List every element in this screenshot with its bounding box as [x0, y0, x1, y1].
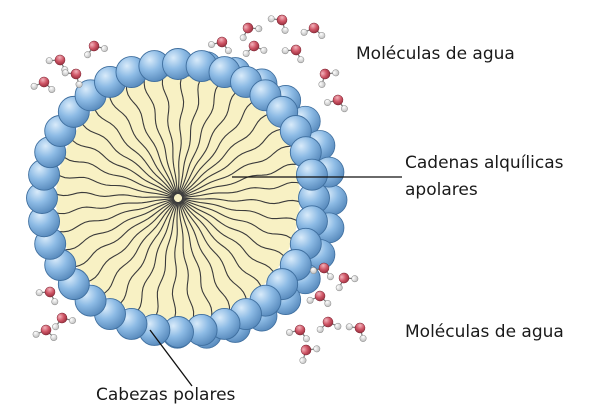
water-molecule — [207, 33, 235, 55]
oxygen-atom — [88, 40, 101, 53]
hydrogen-atom — [350, 274, 359, 283]
oxygen-atom — [275, 13, 289, 27]
hydrogen-atom — [317, 80, 326, 89]
hydrogen-atom — [335, 283, 344, 292]
water-molecule — [30, 75, 56, 93]
oxygen-atom — [337, 271, 351, 285]
hydrogen-atom — [306, 297, 313, 304]
hydrogen-atom — [340, 105, 348, 113]
hydrogen-atom — [68, 316, 76, 324]
oxygen-atom — [216, 36, 229, 49]
hydrogen-atom — [300, 29, 307, 36]
hydrogen-atom — [100, 44, 108, 52]
oxygen-atom — [43, 285, 57, 299]
hydrogen-atom — [331, 68, 340, 77]
polar-head — [296, 159, 327, 190]
water-molecule — [81, 37, 109, 59]
oxygen-atom — [299, 343, 313, 357]
water-molecule — [293, 338, 321, 365]
water-molecule — [235, 18, 263, 42]
hydrogen-atom — [35, 288, 44, 297]
hydrogen-atom — [334, 323, 341, 330]
hydrogen-atom — [359, 334, 368, 343]
hydrogen-atom — [207, 40, 215, 48]
oxygen-atom — [318, 67, 332, 81]
hydrogen-atom — [267, 14, 276, 23]
water-molecule — [285, 321, 313, 343]
hydrogen-atom — [50, 297, 59, 306]
oxygen-atom — [69, 67, 83, 81]
water-molecules-label-top: Moléculas de agua — [356, 44, 515, 65]
hydrogen-atom — [83, 51, 91, 59]
oxygen-atom — [241, 21, 255, 35]
water-molecule — [45, 50, 73, 74]
hydrogen-atom — [296, 55, 305, 64]
oxygen-atom — [289, 43, 303, 57]
hydrogen-atom — [51, 323, 59, 331]
water-molecule — [331, 268, 359, 292]
hydrogen-atom — [30, 83, 37, 90]
water-molecule — [281, 40, 309, 64]
oxygen-atom — [332, 94, 345, 107]
hydrogen-atom — [281, 46, 290, 55]
water-molecule — [300, 21, 326, 39]
hydrogen-atom — [326, 273, 334, 281]
water-molecule — [49, 309, 77, 331]
oxygen-atom — [56, 312, 69, 325]
polar-heads-label: Cabezas polares — [96, 385, 235, 406]
oxygen-atom — [353, 321, 367, 335]
water-molecules-label-bottom: Moléculas de agua — [405, 322, 564, 343]
water-molecule — [345, 316, 373, 343]
hydrogen-atom — [323, 98, 331, 106]
hydrogen-atom — [312, 344, 321, 353]
hydrogen-atom — [254, 24, 263, 33]
hydrogen-atom — [224, 47, 232, 55]
hydrogen-atom — [298, 356, 307, 365]
hydrogen-atom — [260, 47, 267, 54]
alkyl-chains-label: Cadenas alquílicas — [405, 153, 564, 174]
oxygen-atom — [294, 324, 307, 337]
hydrogen-atom — [345, 322, 354, 331]
water-molecule — [241, 39, 267, 57]
water-molecule — [312, 62, 340, 89]
water-molecule — [267, 8, 295, 35]
hydrogen-atom — [302, 335, 310, 343]
hydrogen-atom — [281, 26, 290, 35]
hydrophobic-core — [56, 76, 300, 320]
water-molecule — [315, 315, 341, 333]
hydrogen-atom — [45, 56, 54, 65]
alkyl-chains-label-line2: apolares — [405, 180, 478, 201]
hydrogen-atom — [32, 331, 39, 338]
water-molecule — [323, 91, 351, 113]
hydrogen-atom — [239, 33, 248, 42]
hydrogen-atom — [285, 328, 293, 336]
oxygen-atom — [53, 53, 67, 67]
